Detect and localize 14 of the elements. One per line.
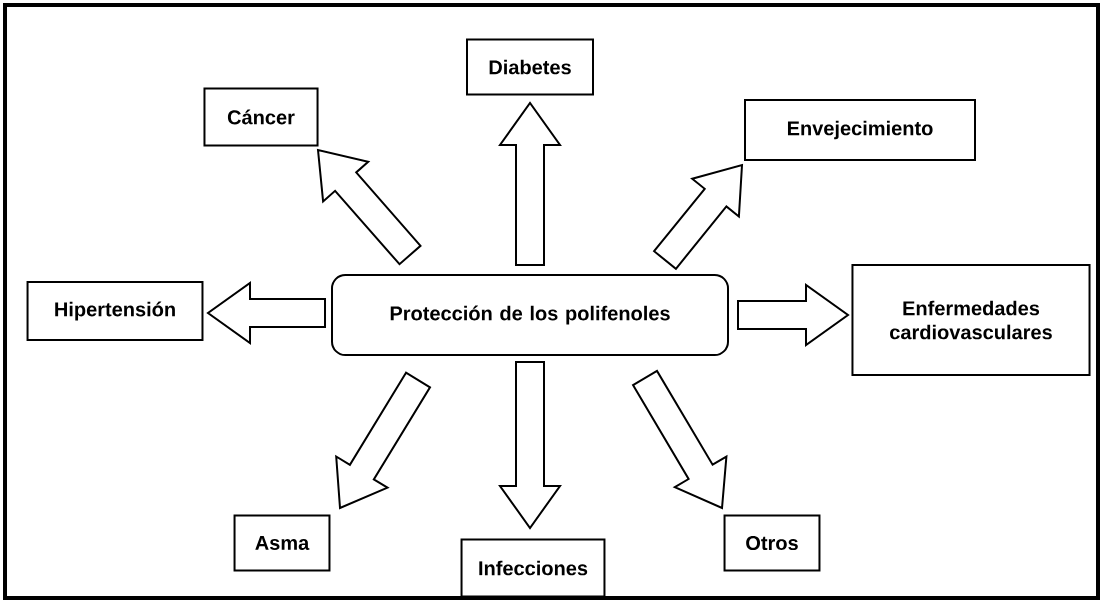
disease-box: Asma [233, 514, 331, 572]
disease-box: Diabetes [466, 38, 594, 96]
disease-box: Hipertensión [26, 281, 204, 341]
block-arrow [206, 281, 326, 345]
block-arrow [737, 283, 850, 347]
block-arrow [316, 148, 422, 266]
disease-box: Infecciones [460, 538, 606, 598]
disease-box: Envejecimiento [744, 99, 976, 161]
central-box: Protección de los polifenoles [331, 274, 729, 356]
block-arrow [498, 101, 562, 266]
disease-box: Enfermedades cardiovasculares [851, 264, 1091, 376]
block-arrow [498, 361, 562, 530]
disease-box: Otros [723, 514, 821, 572]
disease-box: Cáncer [203, 87, 319, 147]
